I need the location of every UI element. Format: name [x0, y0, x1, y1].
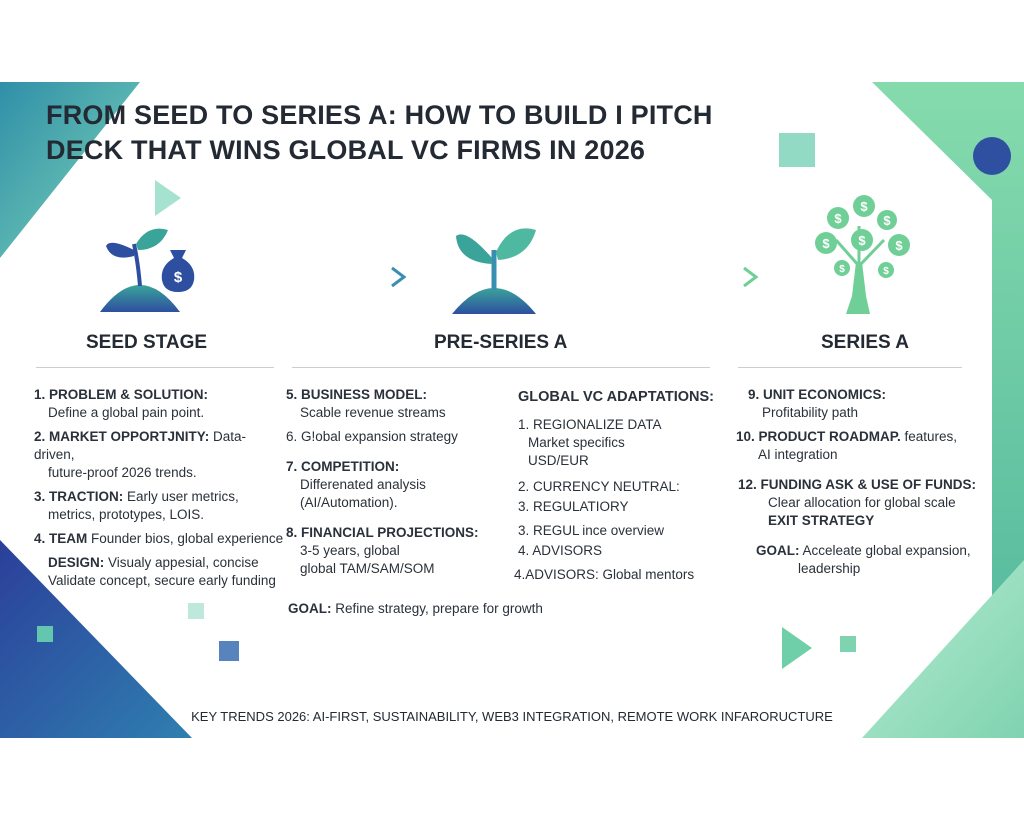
- stage-label-seriesa: SERIES A: [821, 332, 909, 353]
- svg-text:$: $: [883, 213, 891, 228]
- decor-play-triangle: [782, 627, 812, 669]
- decor-square: [840, 636, 856, 652]
- list-item: 3. TRACTION: Early user metrics, metrics…: [34, 489, 239, 522]
- stage-label-preseries: PRE-SERIES A: [434, 332, 568, 353]
- decor-circle: [973, 137, 1011, 175]
- decor-square: [779, 133, 815, 167]
- list-item: 6. G!obal expansion strategy: [286, 429, 458, 444]
- list-item: 1. PROBLEM & SOLUTION: Define a global p…: [34, 387, 209, 420]
- decor-triangle-bottom-right: [862, 560, 1024, 738]
- preseries-stage-column: 5. BUSINESS MODEL: Scable revenue stream…: [286, 386, 506, 584]
- svg-text:$: $: [834, 211, 842, 226]
- list-item: 3. REGULATIORY: [518, 499, 629, 514]
- list-item: 8. FINANCIAL PROJECTIONS: 3-5 years, glo…: [286, 525, 479, 576]
- stage-label-seed: SEED STAGE: [86, 332, 208, 353]
- svg-text:$: $: [839, 264, 845, 275]
- divider-seriesa: [738, 367, 962, 368]
- decor-triangle-bottom-left: [0, 540, 192, 738]
- svg-text:$: $: [858, 233, 866, 248]
- page-title: FROM SEED TO SERIES A: HOW TO BUILD I PI…: [46, 98, 806, 168]
- money-tree-icon: $ $ $ $ $ $ $ $: [815, 195, 910, 314]
- sprout-icon: [452, 228, 536, 314]
- adaptations-heading: GLOBAL VC ADAPTATIONS:: [518, 389, 715, 405]
- arrow-seed-to-preseries: [237, 266, 407, 288]
- list-item: 9. UNIT ECONOMICS: Profitability path: [748, 387, 887, 420]
- svg-text:$: $: [860, 199, 868, 214]
- list-item: 7. COMPETITION: Differenated analysis (A…: [286, 459, 426, 510]
- divider-preseries: [292, 367, 710, 368]
- svg-text:$: $: [822, 236, 830, 251]
- decor-triangle-top-left: [0, 82, 140, 258]
- design-note: DESIGN: Visualy appesial, concise Valida…: [48, 555, 276, 588]
- sprout-money-bag-icon: $: [100, 228, 195, 312]
- decor-panel-right: [872, 82, 1024, 620]
- seed-stage-column: 1. PROBLEM & SOLUTION: Define a global p…: [34, 386, 284, 596]
- global-vc-adaptations: GLOBAL VC ADAPTATIONS: 1. REGIONALIZE DA…: [514, 388, 728, 584]
- decor-play-triangle: [155, 180, 181, 216]
- decor-square: [219, 641, 239, 661]
- list-item: 4. ADVISORS: [518, 543, 603, 558]
- list-item: 10. PRODUCT ROADMAP. features, AI integr…: [736, 429, 958, 462]
- seriesa-stage-column: 9. UNIT ECONOMICS: Profitability path 10…: [736, 386, 978, 584]
- key-trends-footer: KEY TRENDS 2026: AI-FIRST, SUSTAINABILIT…: [191, 709, 833, 724]
- list-item: 3. REGUL ince overview: [518, 523, 665, 538]
- svg-text:$: $: [895, 238, 903, 253]
- arrow-preseries-to-seriesa: [588, 266, 759, 288]
- preseries-goal: GOAL: Refine strategy, prepare for growt…: [288, 601, 543, 616]
- title-line-2: DECK THAT WINS GLOBAL VC FIRMS IN 2026: [46, 135, 646, 165]
- list-item: 2. CURRENCY NEUTRAL:: [518, 479, 680, 494]
- list-item: 1. REGIONALIZE DATA Market specifics USD…: [518, 417, 662, 468]
- list-item: 4. TEAM Founder bios, global experience: [34, 531, 284, 546]
- list-item: 4.ADVISORS: Global mentors: [514, 567, 695, 582]
- decor-square: [188, 603, 204, 619]
- list-item: 2. MARKET OPPORTJNITY: Data-driven, futu…: [34, 429, 247, 480]
- list-item: 5. BUSINESS MODEL: Scable revenue stream…: [286, 387, 446, 420]
- title-line-1: FROM SEED TO SERIES A: HOW TO BUILD I PI…: [46, 100, 713, 130]
- divider-seed: [36, 367, 274, 368]
- svg-text:$: $: [883, 266, 889, 277]
- seriesa-goal: GOAL: Acceleate global expansion, leader…: [756, 543, 971, 576]
- svg-text:$: $: [174, 269, 183, 286]
- list-item: 12. FUNDING ASK & USE OF FUNDS: Clear al…: [738, 477, 977, 528]
- decor-square: [37, 626, 53, 642]
